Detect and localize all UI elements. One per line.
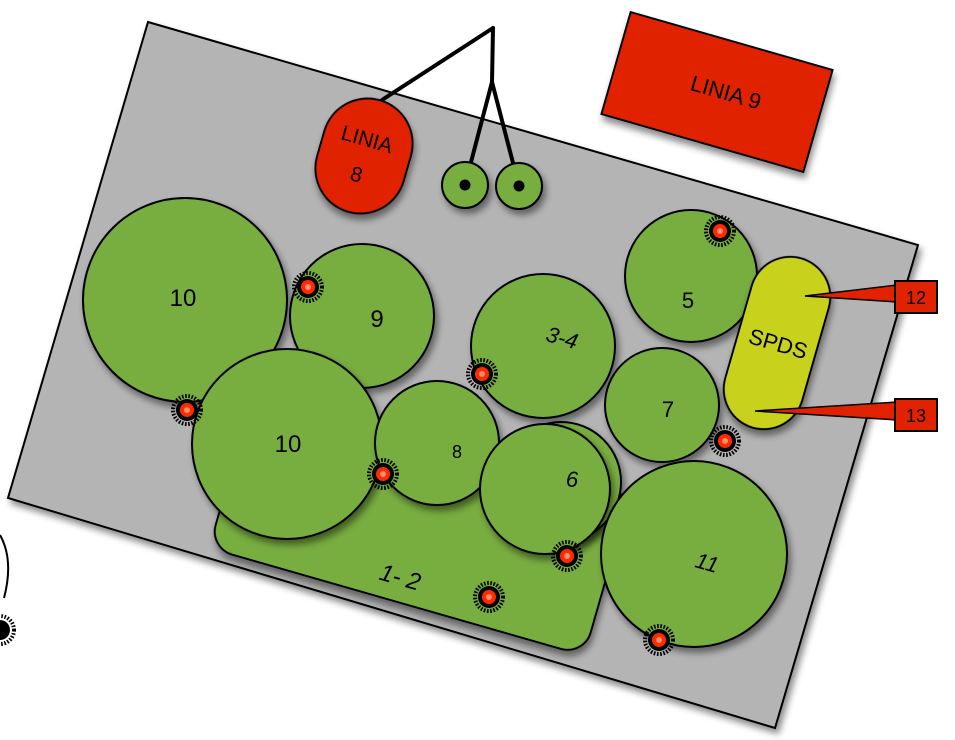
small-unit-left — [441, 161, 489, 209]
area-7-label: 7 — [662, 397, 674, 422]
tag-12-label: 12 — [906, 288, 926, 308]
area-10-bottom-label: 10 — [275, 431, 302, 458]
small-unit-right — [495, 162, 543, 210]
area-6: 6 — [479, 423, 611, 555]
area-3-4: 3-4 — [470, 273, 616, 419]
spds-unit: SPDS — [722, 255, 832, 431]
edge-marker — [0, 614, 16, 646]
area-5-label: 5 — [682, 288, 694, 313]
linia-8-block: LINIA 8 — [314, 97, 414, 215]
area-11: 11 — [600, 460, 788, 648]
area-7: 7 — [604, 347, 720, 463]
edge-arc — [0, 534, 10, 599]
area-10-top-label: 10 — [170, 285, 197, 312]
area-8-label: 8 — [452, 442, 462, 462]
area-10-bottom: 10 — [191, 348, 383, 540]
tag-12: 12 — [804, 280, 938, 314]
linia-9-block: LINIA 9 — [600, 10, 834, 174]
area-9-label: 9 — [370, 306, 383, 333]
area-8: 8 — [374, 380, 500, 506]
tag-13-label: 13 — [906, 406, 926, 426]
area-5: 5 — [624, 209, 758, 343]
area-6-label: 6 — [566, 467, 579, 492]
tag-13: 13 — [754, 398, 938, 432]
